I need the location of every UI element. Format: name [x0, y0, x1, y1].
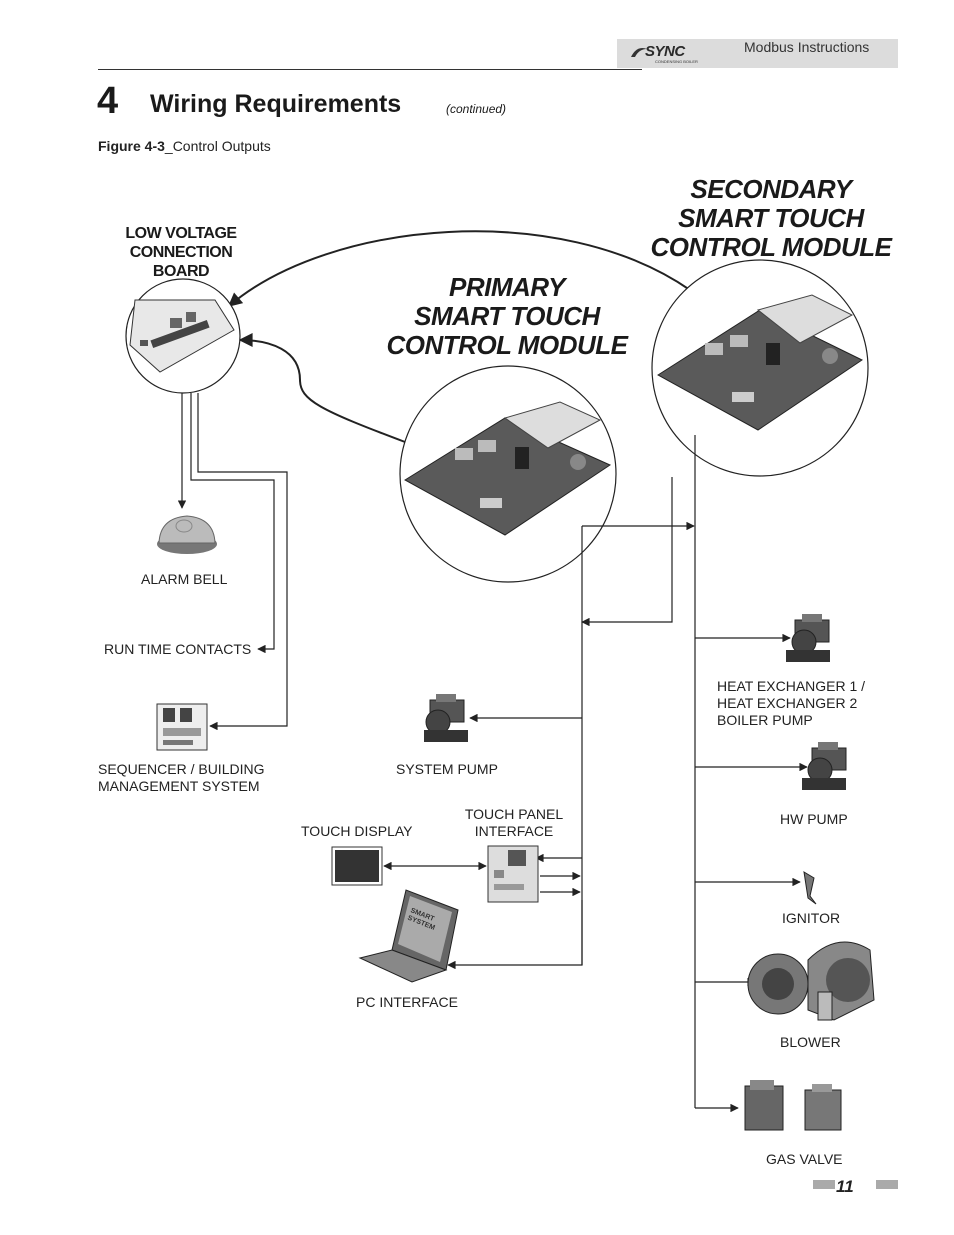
run-time-contacts-label: RUN TIME CONTACTS	[104, 641, 252, 657]
chapter-number: 4	[97, 80, 119, 122]
laptop-graphic	[358, 889, 459, 983]
touch-display-label: TOUCH DISPLAY	[301, 823, 413, 839]
alarm-bell-label: ALARM BELL	[141, 571, 228, 587]
primary-to-lv-link	[238, 333, 406, 443]
pc-interface-label: PC INTERFACE	[356, 994, 458, 1010]
touch-panel-interface-graphic	[487, 845, 539, 903]
logo-text: SYNC	[645, 43, 685, 60]
ignitor-label: IGNITOR	[782, 910, 841, 926]
sync-logo: SYNC CONDENSING BOILER	[629, 42, 699, 64]
secondary-module-graphic	[651, 259, 869, 477]
heat-exchanger-pump-label: HEAT EXCHANGER 1 / HEAT EXCHANGER 2 BOIL…	[717, 678, 866, 728]
chapter-title: Wiring Requirements	[150, 90, 402, 118]
sequencer-label: SEQUENCER / BUILDING MANAGEMENT SYSTEM	[98, 761, 265, 794]
ignitor-graphic	[803, 871, 817, 905]
alarm-bell-graphic	[157, 515, 217, 554]
chapter-continued: (continued)	[446, 102, 507, 116]
logo-swoosh-icon	[631, 48, 647, 57]
header-bar	[617, 39, 898, 68]
figure-caption: Figure 4-3_Control Outputs	[98, 138, 271, 154]
figure-caption-text: _Control Outputs	[164, 138, 271, 154]
figure-caption-prefix: Figure 4-3	[98, 138, 165, 154]
touch-display-graphic	[331, 846, 383, 886]
system-pump-graphic	[424, 694, 468, 742]
blower-graphic	[747, 941, 875, 1021]
primary-module-label: PRIMARY SMART TOUCH CONTROL MODULE	[386, 272, 628, 360]
system-pump-label: SYSTEM PUMP	[396, 761, 498, 777]
secondary-to-lv-link	[227, 230, 691, 307]
low-voltage-board-graphic	[125, 278, 241, 394]
blower-label: BLOWER	[780, 1034, 841, 1050]
hw-pump-graphic	[802, 742, 847, 790]
page-bar-left	[813, 1180, 835, 1189]
touch-panel-interface-label: TOUCH PANEL INTERFACE	[464, 806, 564, 839]
primary-module-graphic	[399, 365, 617, 583]
header-rule	[98, 69, 642, 70]
heat-exchanger-pump-graphic	[786, 614, 830, 662]
page-number: 11	[836, 1177, 854, 1196]
gas-valve-graphic	[744, 1080, 842, 1131]
sequencer-graphic	[156, 703, 208, 751]
header-title: Modbus Instructions	[744, 39, 870, 55]
page-bar-right	[876, 1180, 898, 1189]
secondary-module-label: SECONDARY SMART TOUCH CONTROL MODULE	[650, 174, 892, 262]
hw-pump-label: HW PUMP	[780, 811, 848, 827]
low-voltage-board-label: LOW VOLTAGE CONNECTION BOARD	[125, 225, 237, 280]
gas-valve-label: GAS VALVE	[766, 1151, 843, 1167]
logo-subtitle: CONDENSING BOILER	[655, 59, 698, 64]
